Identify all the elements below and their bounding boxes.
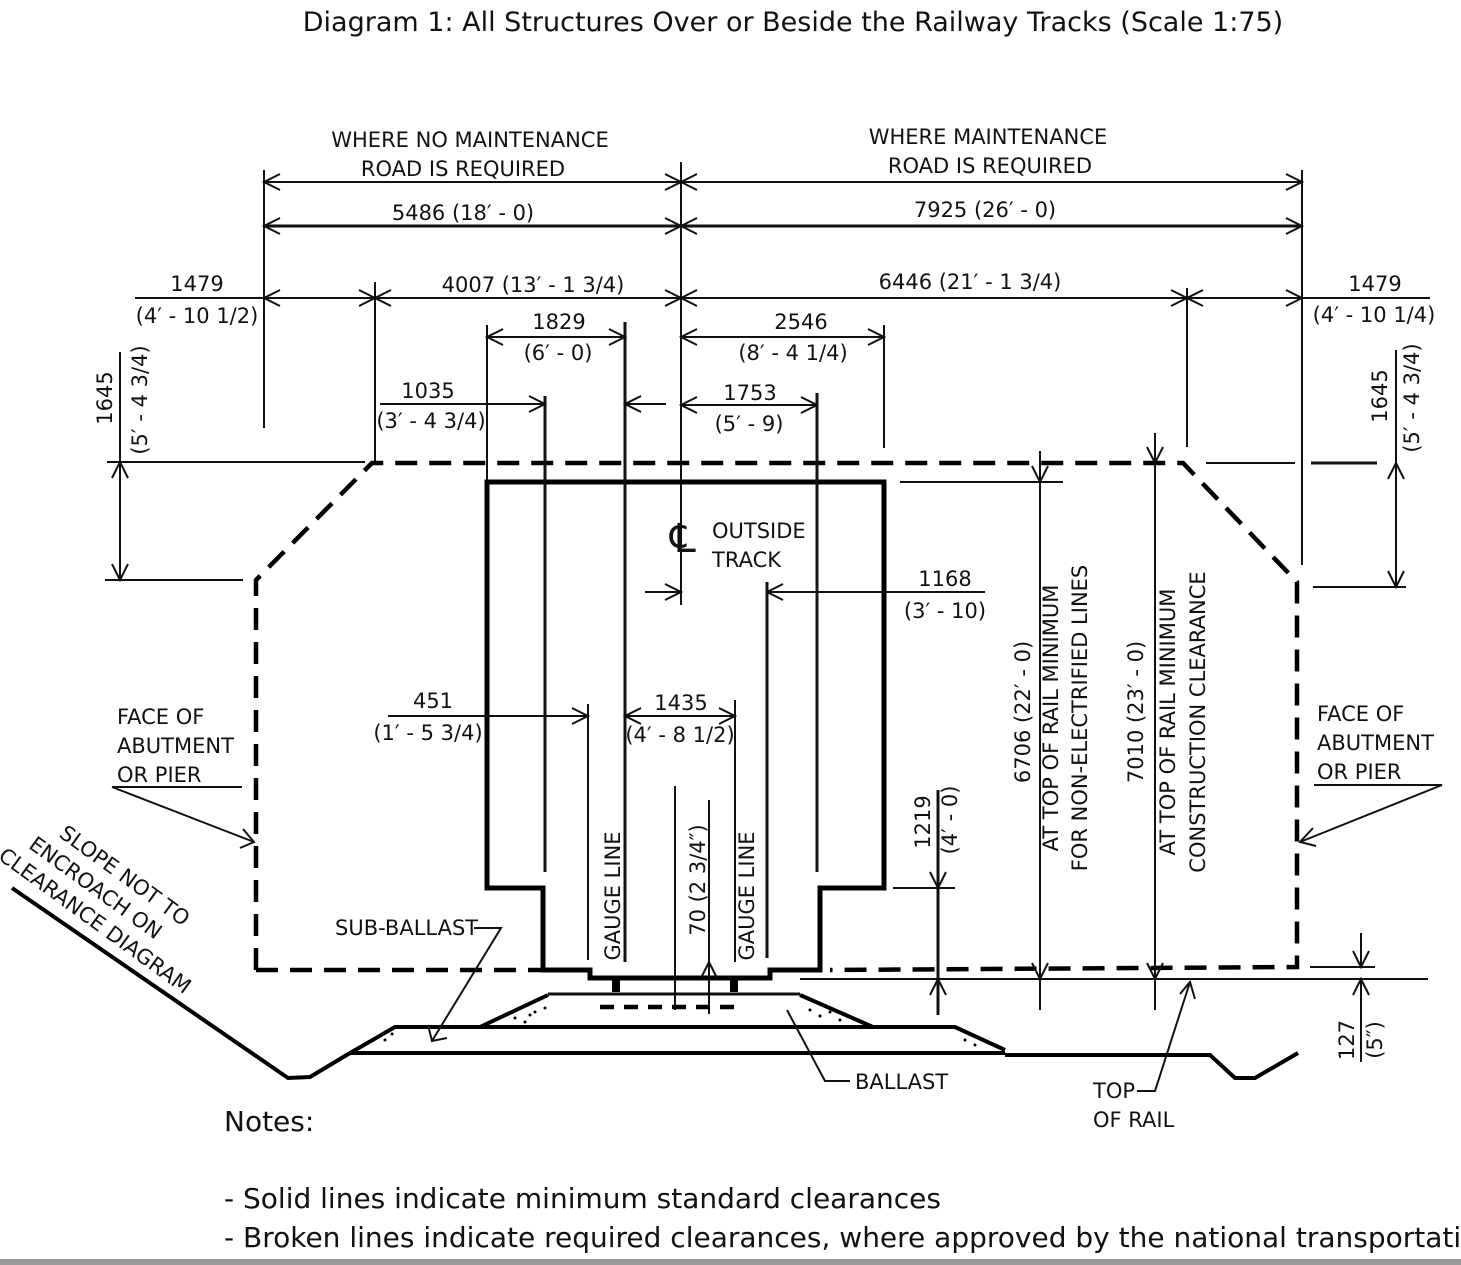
no-maintenance-header-line1: WHERE NO MAINTENANCE	[331, 128, 608, 152]
top-of-rail-arrow-icon	[1179, 979, 1196, 1000]
top-of-rail-label-line2: OF RAIL	[1093, 1108, 1175, 1132]
dim-1645-right: 1645	[1368, 369, 1392, 422]
dim-5486: 5486 (18′ - 0)	[392, 201, 534, 225]
face-abutment-left-line2: ABUTMENT	[117, 734, 234, 758]
dim-1435: 1435	[654, 691, 707, 715]
no-maintenance-header-line2: ROAD IS REQUIRED	[361, 157, 565, 181]
non-electrified-label-line2: FOR NON-ELECTRIFIED LINES	[1068, 565, 1092, 872]
note-item: - Solid lines indicate minimum standard …	[224, 1182, 941, 1215]
face-abutment-left-leader	[111, 786, 255, 843]
rails	[612, 978, 738, 992]
face-abutment-right-leader	[1299, 784, 1443, 843]
dim-1035: 1035	[401, 379, 454, 403]
sub-ballast-outline	[348, 1025, 1006, 1055]
diagram-title: Diagram 1: All Structures Over or Beside…	[303, 7, 1283, 38]
slope-label: SLOPE NOT TO ENCROACH ON CLEARANCE DIAGR…	[0, 821, 195, 999]
gauge-line-label-left: GAUGE LINE	[601, 831, 625, 960]
dim-7925: 7925 (26′ - 0)	[914, 198, 1056, 222]
dim-1645-right-imperial: (5′ - 4 3/4)	[1400, 343, 1424, 452]
ballast-outline	[479, 993, 874, 1029]
dim-1645-left-imperial: (5′ - 4 3/4)	[128, 345, 152, 454]
dimension-lines-top	[135, 182, 1430, 405]
dim-7010: 7010 (23′ - 0)	[1124, 641, 1148, 783]
sub-ballast-arrow-icon	[427, 1024, 448, 1043]
minimum-clearance-outline	[484, 479, 887, 981]
dim-1753: 1753	[723, 381, 776, 405]
dim-127: 127	[1335, 1020, 1359, 1060]
dim-1035-imperial: (3′ - 4 3/4)	[376, 409, 485, 433]
maintenance-header-line1: WHERE MAINTENANCE	[869, 125, 1108, 149]
face-abutment-right-line2: ABUTMENT	[1317, 731, 1434, 755]
dim-1479-right-imperial: (4′ - 10 1/4)	[1313, 303, 1436, 327]
dim-1829: 1829	[532, 310, 585, 334]
dim-1829-imperial: (6′ - 0)	[524, 341, 593, 365]
dim-1479-left-imperial: (4′ - 10 1/2)	[136, 304, 259, 328]
face-abutment-left-line3: OR PIER	[117, 763, 202, 787]
dim-1645-left: 1645	[93, 371, 117, 424]
notes-heading: Notes:	[224, 1105, 314, 1138]
inner-vertical-lines	[543, 322, 819, 1014]
face-abutment-left-arrow-icon	[239, 828, 256, 849]
ground-profile	[10, 886, 1300, 1081]
dim-451-imperial: (1′ - 5 3/4)	[373, 721, 482, 745]
maintenance-header-line2: ROAD IS REQUIRED	[888, 154, 1092, 178]
ballast-label: BALLAST	[855, 1070, 948, 1094]
dim-2546: 2546	[774, 310, 827, 334]
dim-1168-imperial: (3′ - 10)	[904, 599, 986, 623]
outside-track-label-line1: OUTSIDE	[712, 519, 806, 543]
ballast-leader	[786, 1009, 850, 1082]
dim-6446: 6446 (21′ - 1 3/4)	[879, 270, 1062, 294]
face-abutment-right-line1: FACE OF	[1317, 702, 1404, 726]
note-item: - Broken lines indicate required clearan…	[224, 1221, 1461, 1254]
required-clearance-outline	[253, 460, 1300, 973]
dim-1479-left: 1479	[170, 272, 223, 296]
dim-1479-right: 1479	[1348, 272, 1401, 296]
page-bottom-border	[0, 1259, 1461, 1265]
dim-1219: 1219	[911, 795, 935, 848]
construction-label-line2: CONSTRUCTION CLEARANCE	[1186, 571, 1210, 872]
top-of-rail-label-line1: TOP	[1092, 1079, 1135, 1103]
dim-127-imperial: (5″)	[1363, 1021, 1387, 1059]
dim-2546-imperial: (8′ - 4 1/4)	[738, 341, 847, 365]
outside-track-label-line2: TRACK	[711, 548, 782, 572]
dim-451: 451	[413, 689, 453, 713]
construction-label-line1: AT TOP OF RAIL MINIMUM	[1156, 589, 1180, 856]
non-electrified-label-line1: AT TOP OF RAIL MINIMUM	[1039, 585, 1063, 852]
gauge-line-label-right: GAUGE LINE	[735, 831, 759, 960]
face-abutment-right-line3: OR PIER	[1317, 760, 1402, 784]
face-abutment-right-arrow-icon	[1298, 827, 1317, 847]
dim-1168: 1168	[918, 567, 971, 591]
sub-ballast-leader	[431, 927, 503, 1042]
dim-1219-imperial: (4′ - 0)	[938, 786, 962, 855]
face-abutment-left-line1: FACE OF	[117, 705, 204, 729]
dim-1753-imperial: (5′ - 9)	[715, 412, 784, 436]
top-of-rail-leader	[1137, 981, 1191, 1092]
dim-1435-imperial: (4′ - 8 1/2)	[625, 723, 734, 747]
dim-6706: 6706 (22′ - 0)	[1011, 641, 1035, 783]
ballast-stipple	[383, 1006, 977, 1047]
dim-4007: 4007 (13′ - 1 3/4)	[442, 273, 625, 297]
centerline-icon: ℄	[669, 516, 696, 562]
sub-ballast-label: SUB-BALLAST	[335, 916, 478, 940]
dim-70: 70 (2 3/4″)	[686, 824, 710, 935]
